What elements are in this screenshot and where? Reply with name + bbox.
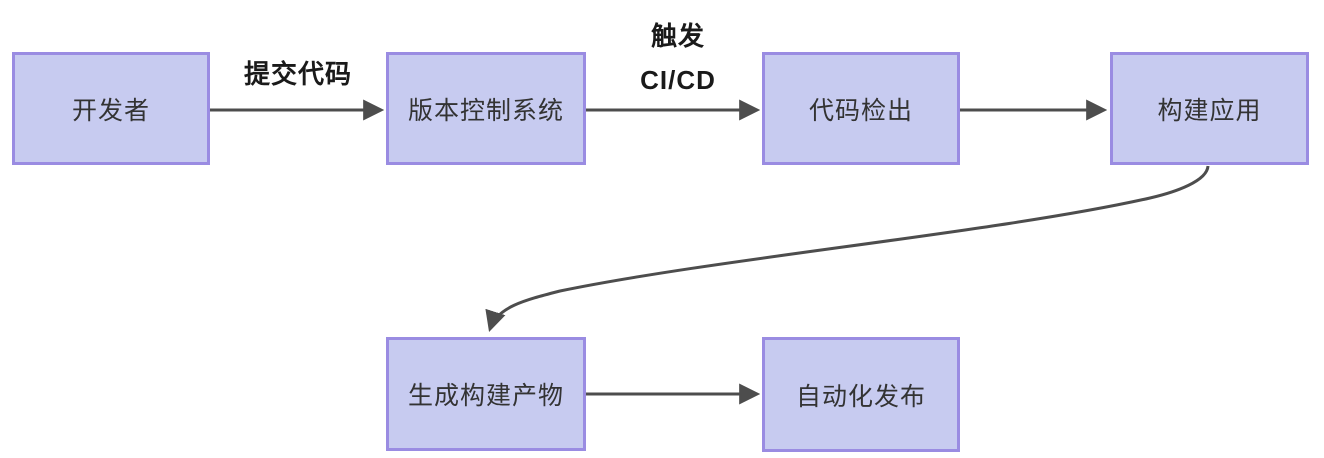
node-version-control-system: 版本控制系统 (386, 52, 586, 165)
node-auto-release-label: 自动化发布 (795, 382, 926, 411)
node-build-app: 构建应用 (1110, 52, 1309, 165)
node-developer: 开发者 (12, 52, 210, 165)
edge-label-submit-code: 提交代码 (243, 59, 353, 89)
node-build-artifact: 生成构建产物 (386, 337, 586, 451)
node-code-checkout: 代码检出 (762, 52, 960, 165)
node-code-checkout-label: 代码检出 (808, 96, 913, 125)
edge-label-cicd-line: CI/CD (640, 65, 716, 95)
node-build-app-label: 构建应用 (1157, 96, 1262, 125)
node-auto-release: 自动化发布 (762, 337, 960, 452)
node-build-artifact-label: 生成构建产物 (407, 382, 564, 410)
node-version-control-system-label: 版本控制系统 (407, 96, 564, 125)
edge-label-trigger-cicd: 触发 CI/CD (640, 14, 716, 102)
node-developer-label: 开发者 (71, 96, 150, 125)
edge-label-trigger-line: 触发 (650, 21, 705, 51)
edge-build-to-artifact (485, 165, 1210, 333)
